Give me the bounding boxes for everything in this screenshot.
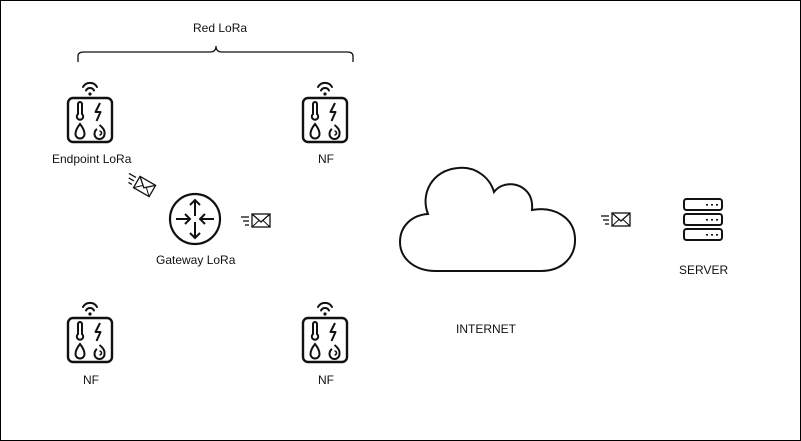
nf-bottom-right-label: NF	[318, 373, 334, 387]
router-icon	[168, 192, 222, 246]
server-rack-icon	[683, 198, 723, 241]
group-brace	[77, 45, 354, 62]
cloud-icon	[398, 166, 577, 272]
server-label: SERVER	[679, 263, 729, 277]
nf-bottom-left-label: NF	[83, 373, 99, 387]
internet-label: INTERNET	[456, 322, 516, 336]
endpoint-label: Endpoint LoRa	[52, 152, 132, 166]
nf-top-label: NF	[318, 152, 334, 166]
gateway-label: Gateway LoRa	[156, 253, 236, 267]
group-label: Red LoRa	[193, 21, 248, 35]
